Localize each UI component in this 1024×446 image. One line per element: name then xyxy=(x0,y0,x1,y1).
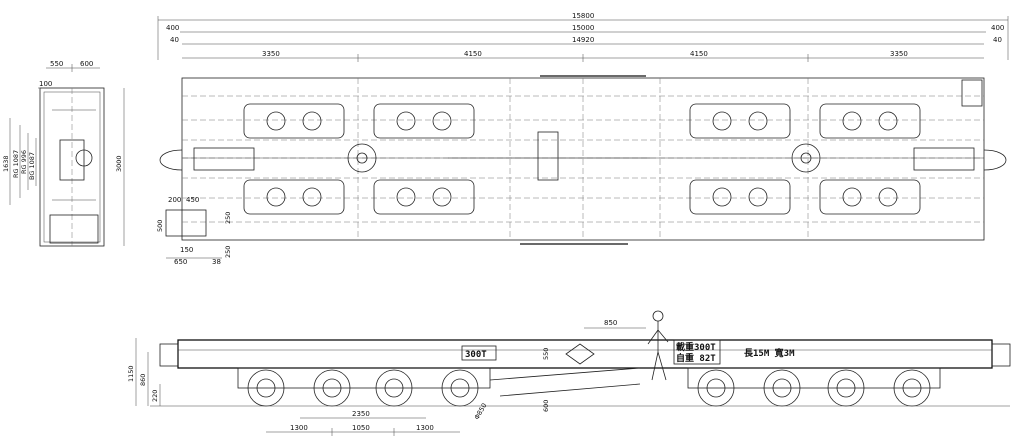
dim-end-top-a: 550 xyxy=(50,60,63,68)
side-deck xyxy=(177,339,993,369)
dim-detail-d: 150 xyxy=(180,246,193,254)
dim-center-c: 600 xyxy=(542,400,550,412)
plate-left-text: 300T xyxy=(465,350,487,360)
plate-left xyxy=(461,345,497,361)
side-bogie-right xyxy=(687,367,941,389)
dim-right-inner: 40 xyxy=(993,36,1002,44)
dim-overall-14920: 14920 xyxy=(572,36,594,44)
dim-side-height-c: 220 xyxy=(151,390,159,402)
top-view: 15800 15000 14920 400 400 40 40 3350 415… xyxy=(156,12,1009,266)
plate-right xyxy=(673,339,721,365)
dim-wheel-b: 1050 xyxy=(352,424,370,432)
end-view: 550 600 100 3000 1638 RG 1087 RG 996 BG … xyxy=(2,60,125,247)
dim-detail-c: 500 xyxy=(156,220,164,232)
dim-end-top-c: 100 xyxy=(39,80,52,88)
side-bogie-left xyxy=(237,367,491,389)
brake-wheel-box xyxy=(961,79,983,107)
dim-spacing-2: 4150 xyxy=(464,50,482,58)
bogie-right xyxy=(689,103,921,215)
dim-end-top-b: 600 xyxy=(80,60,93,68)
dim-left-inner: 40 xyxy=(170,36,179,44)
dim-detail-g: 250 xyxy=(224,212,232,224)
dim-wheel-spacing: 2350 xyxy=(352,410,370,418)
dim-end-left-c: RG 996 xyxy=(20,150,28,174)
dim-wheel-a: 1300 xyxy=(290,424,308,432)
end-view-coupler xyxy=(59,139,85,181)
dim-center-b: 550 xyxy=(542,348,550,360)
brake-gear xyxy=(537,131,559,181)
center-diamond xyxy=(565,343,595,365)
dim-overall-15000: 15000 xyxy=(572,24,594,32)
dim-wheel-c: 1300 xyxy=(416,424,434,432)
plate-right-line3: 長15M 寬3M xyxy=(744,347,795,359)
bogie-left xyxy=(243,103,475,215)
dim-side-height-b: 860 xyxy=(139,374,147,386)
dim-spacing-3: 4150 xyxy=(690,50,708,58)
dim-detail-e: 650 xyxy=(174,258,187,266)
dim-end-left-d: BG 1087 xyxy=(28,152,36,180)
plate-right-line1: 載重300T xyxy=(676,341,716,353)
dim-overall-15800: 15800 xyxy=(572,12,594,20)
dim-detail-f: 38 xyxy=(212,258,221,266)
person-figure xyxy=(647,310,669,381)
dim-spacing-4: 3350 xyxy=(890,50,908,58)
dim-right-outer: 400 xyxy=(991,24,1004,32)
coupler-right xyxy=(913,147,975,171)
dim-spacing-1: 3350 xyxy=(262,50,280,58)
dim-center-a: 850 xyxy=(604,319,617,327)
coupler-left xyxy=(193,147,255,171)
dim-side-height-a: 1150 xyxy=(127,365,135,382)
dim-left-outer: 400 xyxy=(166,24,179,32)
dim-wheel-diameter: Φ850 xyxy=(473,402,489,421)
dim-detail-b: 450 xyxy=(186,196,199,204)
plate-right-line2: 自重 82T xyxy=(676,352,716,364)
dim-detail-a: 200 xyxy=(168,196,181,204)
dim-end-left-a: 1638 xyxy=(2,155,10,172)
corner-step xyxy=(165,209,207,237)
dim-end-left-b: RG 1087 xyxy=(12,150,20,178)
side-view: 300T 載重300T 自重 82T 長15M 寬3M 1150 860 220… xyxy=(127,310,1011,436)
dim-detail-h: 250 xyxy=(224,246,232,258)
dim-end-height: 3000 xyxy=(115,155,123,172)
